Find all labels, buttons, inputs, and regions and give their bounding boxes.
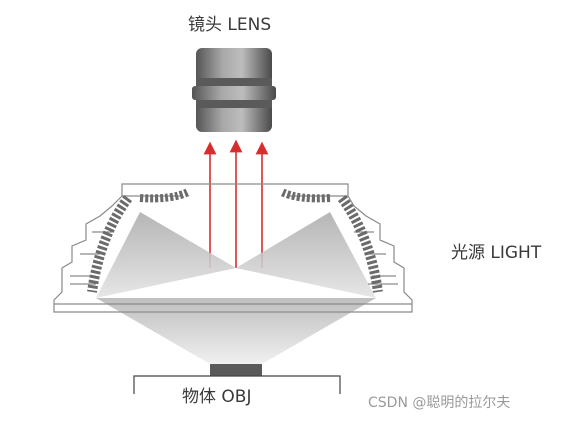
lens-ring-1 <box>196 78 272 86</box>
led-row-right <box>337 195 383 293</box>
object-table <box>133 375 341 394</box>
beam-left <box>96 212 236 298</box>
object-stage <box>133 364 341 394</box>
lens-label: 镜头 LENS <box>188 15 272 35</box>
led-row-left <box>87 195 133 293</box>
light-label: 光源 LIGHT <box>451 243 542 263</box>
led-array <box>87 188 383 293</box>
object-block <box>210 364 262 376</box>
led-row-top-right <box>280 188 331 203</box>
lens-ring-2 <box>196 100 272 108</box>
beam-down <box>96 298 376 364</box>
lens-band <box>192 86 276 100</box>
lens <box>192 48 276 132</box>
object-label: 物体 OBJ <box>182 387 252 407</box>
watermark: CSDN @聪明的拉尔夫 <box>368 395 511 411</box>
rays <box>203 139 269 268</box>
beam-right <box>236 212 376 298</box>
led-row-top-left <box>139 188 190 203</box>
beams <box>96 212 376 364</box>
